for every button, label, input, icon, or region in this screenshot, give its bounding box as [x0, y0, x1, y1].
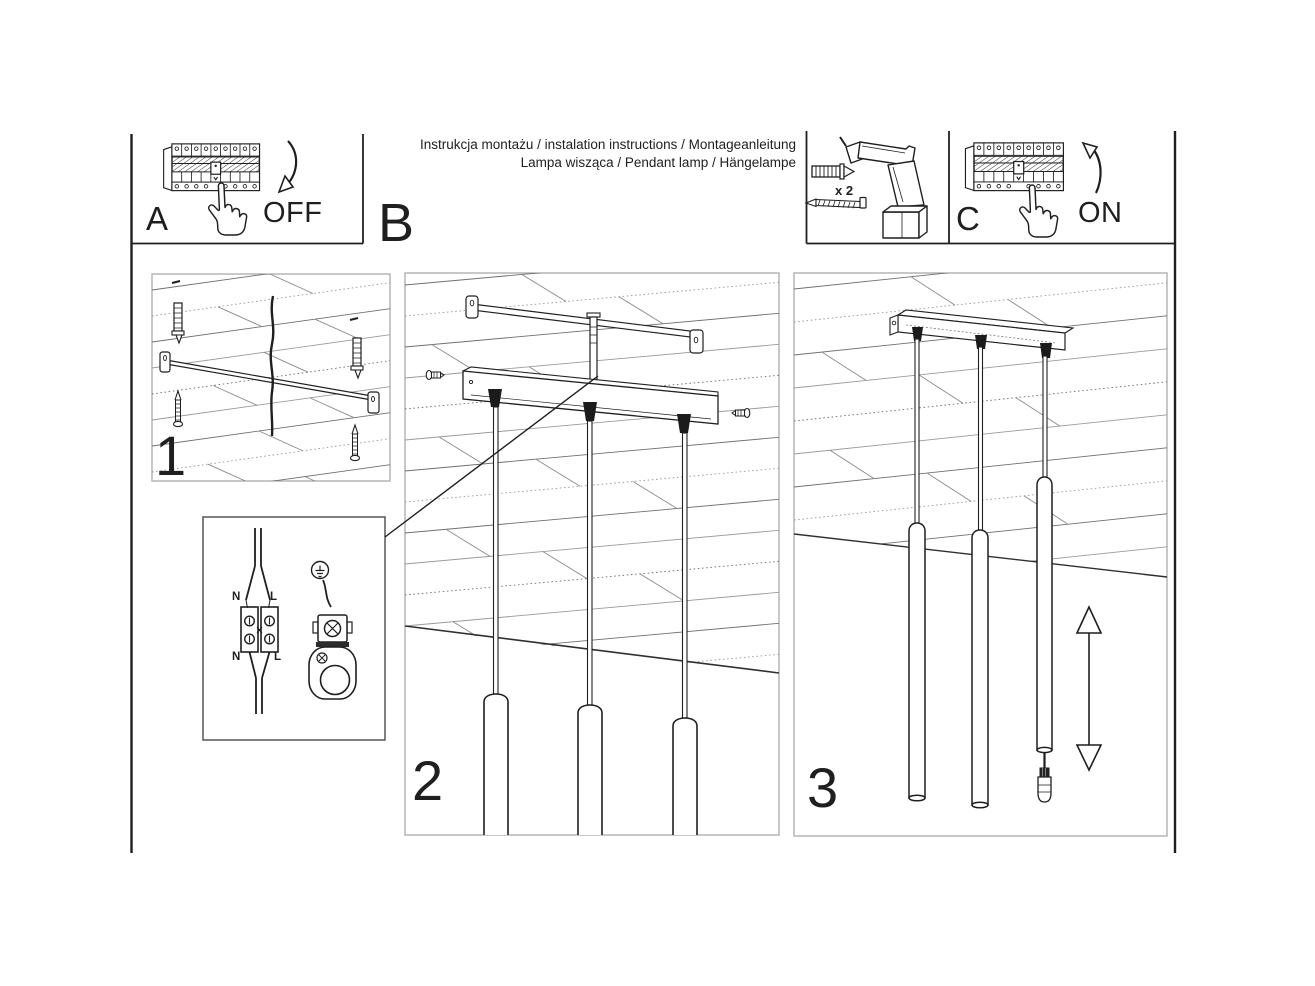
breaker-panel-icon [162, 143, 261, 192]
ceiling-planks [152, 274, 390, 481]
step2-drawing [405, 273, 779, 835]
double-arrow-icon [1075, 605, 1103, 772]
curved-arrow-down-icon [277, 140, 298, 194]
frame-lines [130, 131, 1177, 853]
ground-wire [322, 579, 332, 608]
mounting-bracket-drawing [159, 351, 380, 414]
cable-drawing [269, 295, 275, 437]
panel-a-label: A [146, 200, 169, 237]
hole-marks [171, 280, 359, 321]
wall-plug-icon [350, 337, 364, 380]
wire-label-n-bottom: N [232, 651, 241, 663]
screw-icon [349, 423, 361, 462]
hand-press-icon [1018, 184, 1059, 238]
panel-c-art [964, 141, 1102, 238]
instruction-title-line2: Lampa wisząca / Pendant lamp / Hängelamp… [520, 155, 796, 170]
screw-icon [172, 389, 184, 428]
cable-drawing [914, 338, 1048, 532]
cord-grips [912, 327, 1052, 358]
screw-icon [804, 196, 867, 209]
terminal-block-drawing [240, 528, 279, 714]
step1-number: 1 [155, 424, 187, 487]
step1-drawing [152, 274, 390, 481]
cable-drawing [492, 406, 688, 719]
panel-b-label: B [378, 193, 415, 253]
ground-symbol-icon [310, 560, 330, 580]
step2-number: 2 [412, 749, 444, 812]
cord-grips [488, 389, 691, 433]
screw-icon [425, 369, 751, 419]
wiring-detail-drawing [240, 528, 357, 714]
wire-label-l-top: L [270, 591, 278, 603]
wire-label-l-bottom: L [274, 651, 282, 663]
canopy-drawing [889, 309, 1075, 351]
instruction-title-line1: Instrukcja montażu / instalation instruc… [420, 137, 796, 152]
wire-label-n-top: N [232, 591, 241, 603]
step3-drawing [794, 273, 1167, 809]
step3-panel-border [793, 272, 1168, 837]
wall-plug-icon [811, 163, 856, 180]
panel-a-state-off: OFF [263, 197, 323, 229]
panel-c-label: C [956, 200, 980, 237]
pendant-tube-drawing [483, 693, 698, 835]
panel-a-art [162, 140, 298, 236]
curved-arrow-up-icon [1081, 141, 1102, 194]
mounting-bracket-drawing [465, 295, 704, 385]
bulb-icon [1037, 767, 1052, 803]
leader-line [384, 375, 599, 538]
wall-plug-icon [171, 302, 185, 345]
wiring-detail-border [202, 516, 386, 741]
drill-icon [839, 136, 928, 239]
breaker-panel-icon [964, 142, 1065, 192]
tools-count-label: x 2 [835, 183, 854, 198]
panel-c-state-on: ON [1078, 197, 1123, 229]
tools-art [804, 136, 928, 239]
ground-terminal-drawing [308, 614, 357, 700]
pendant-tube-drawing [908, 476, 1053, 809]
step3-number: 3 [807, 756, 839, 819]
